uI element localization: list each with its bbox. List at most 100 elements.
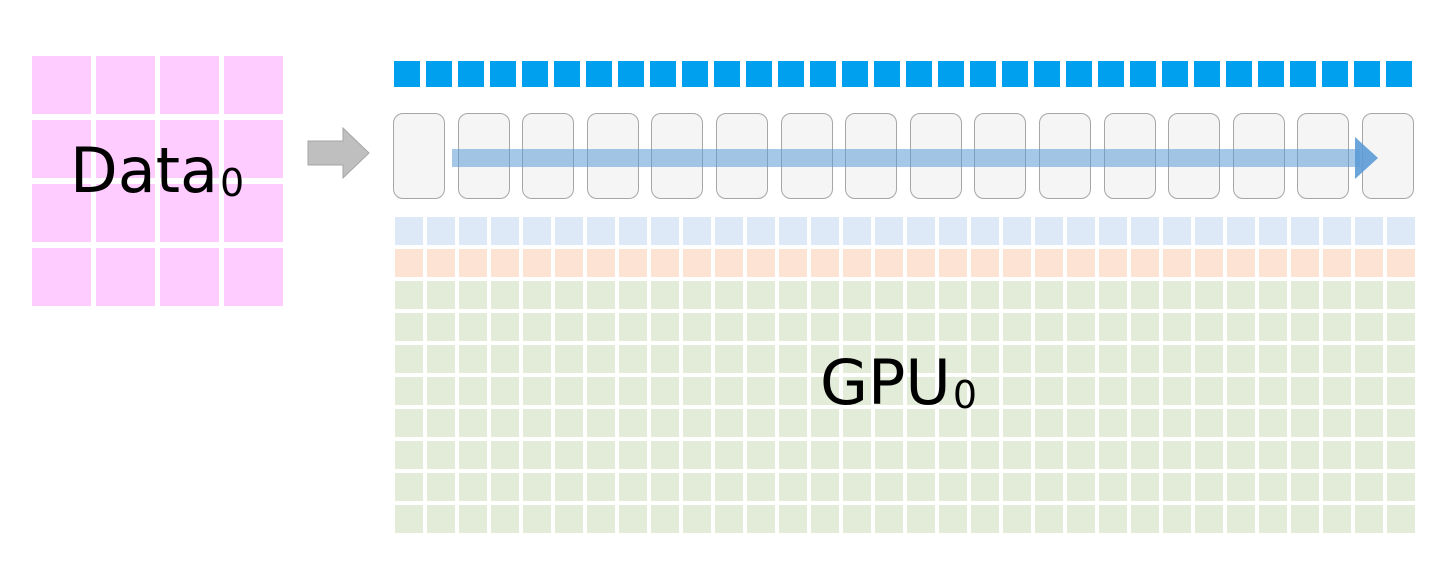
gpu-grid-cell-green <box>523 505 551 533</box>
gpu-grid-cell-green <box>939 313 967 341</box>
gpu-grid-cell-orange <box>651 249 679 277</box>
data-block <box>32 56 283 307</box>
gpu-grid-cell-green <box>1291 441 1319 469</box>
gpu-grid-cell-green <box>747 377 775 405</box>
gpu-grid-cell-green <box>971 409 999 437</box>
gpu-grid-cell-green <box>555 441 583 469</box>
gpu-grid-cell-green <box>459 345 487 373</box>
gpu-grid-cell-orange <box>971 249 999 277</box>
data-cell <box>32 248 91 306</box>
gpu-grid-cell-green <box>779 313 807 341</box>
gpu-grid-cell-green <box>1195 441 1223 469</box>
gpu-grid-cell-green <box>971 377 999 405</box>
gpu-grid-cell-blue <box>907 217 935 245</box>
gpu-grid-cell-green <box>427 441 455 469</box>
data-cell <box>96 120 155 178</box>
gpu-grid-cell-green <box>427 505 455 533</box>
gpu-grid-cell-green <box>747 313 775 341</box>
gpu-top-square <box>1354 61 1380 87</box>
gpu-grid-cell-green <box>843 505 871 533</box>
gpu-grid-cell-orange <box>1227 249 1255 277</box>
gpu-grid-cell-orange <box>907 249 935 277</box>
gpu-top-square <box>682 61 708 87</box>
gpu-grid-cell-green <box>555 377 583 405</box>
gpu-grid-cell-green <box>395 281 423 309</box>
gpu-grid-cell-green <box>523 313 551 341</box>
gpu-grid-cell-green <box>1163 345 1191 373</box>
flow-arrow-shaft <box>452 149 1360 167</box>
gpu-grid-cell-green <box>427 377 455 405</box>
gpu-grid-cell-green <box>843 313 871 341</box>
data-cell <box>96 248 155 306</box>
gpu-grid-cell-green <box>1259 281 1287 309</box>
gpu-grid-cell-green <box>811 345 839 373</box>
gpu-grid-cell-blue <box>619 217 647 245</box>
gpu-grid-cell-green <box>875 345 903 373</box>
gpu-grid-cell-blue <box>1227 217 1255 245</box>
gpu-grid-cell-green <box>1387 377 1415 405</box>
gpu-grid-cell-green <box>1163 505 1191 533</box>
gpu-grid-cell-orange <box>1131 249 1159 277</box>
gpu-grid-cell-green <box>1099 377 1127 405</box>
gpu-grid-cell-green <box>1195 409 1223 437</box>
gpu-grid-cell-green <box>459 505 487 533</box>
gpu-grid-cell-green <box>971 345 999 373</box>
gpu-grid-cell-green <box>1163 441 1191 469</box>
gpu-grid-cell-green <box>747 505 775 533</box>
gpu-grid-cell-green <box>1355 345 1383 373</box>
gpu-top-square <box>1226 61 1252 87</box>
gpu-top-square <box>714 61 740 87</box>
gpu-grid-cell-green <box>1387 345 1415 373</box>
gpu-grid-cell-orange <box>1035 249 1063 277</box>
data-cell <box>32 120 91 178</box>
gpu-grid-cell-green <box>1003 473 1031 501</box>
gpu-grid-cell-green <box>875 281 903 309</box>
gpu-grid-cell-green <box>1067 377 1095 405</box>
gpu-grid-cell-green <box>715 313 743 341</box>
gpu-grid-cell-green <box>1227 409 1255 437</box>
gpu-grid-cell-green <box>395 313 423 341</box>
gpu-grid-cell-green <box>651 345 679 373</box>
gpu-grid-cell-orange <box>1195 249 1223 277</box>
gpu-grid-cell-blue <box>427 217 455 245</box>
gpu-grid-cell-green <box>843 441 871 469</box>
gpu-grid-cell-green <box>1227 441 1255 469</box>
gpu-grid-cell-green <box>491 345 519 373</box>
gpu-grid-cell-green <box>1227 281 1255 309</box>
gpu-grid-cell-green <box>619 505 647 533</box>
gpu-grid-cell-green <box>587 281 615 309</box>
gpu-grid-cell-green <box>1035 409 1063 437</box>
gpu-grid-cell-orange <box>1323 249 1351 277</box>
gpu-grid-cell-orange <box>811 249 839 277</box>
gpu-grid-cell-orange <box>427 249 455 277</box>
data-cell <box>160 184 219 242</box>
gpu-grid-cell-green <box>491 377 519 405</box>
gpu-grid-cell-green <box>1099 441 1127 469</box>
gpu-grid-cell-blue <box>1131 217 1159 245</box>
gpu-grid-cell-green <box>907 345 935 373</box>
data-label: Data0 <box>70 140 244 202</box>
flow-arrow-icon <box>452 137 1378 179</box>
gpu-grid-cell-orange <box>395 249 423 277</box>
gpu-top-square <box>746 61 772 87</box>
gpu-grid-cell-green <box>1291 345 1319 373</box>
gpu-grid-cell-blue <box>1163 217 1191 245</box>
gpu-top-square <box>490 61 516 87</box>
gpu-grid-cell-orange <box>1291 249 1319 277</box>
gpu-grid-cell-green <box>491 313 519 341</box>
gpu-grid-cell-green <box>1323 505 1351 533</box>
gpu-grid-cell-green <box>971 505 999 533</box>
gpu-grid-cell-green <box>811 281 839 309</box>
gpu-top-square <box>1322 61 1348 87</box>
gpu-grid-cell-green <box>1035 313 1063 341</box>
gpu-grid-cell-green <box>971 281 999 309</box>
gpu-grid-cell-blue <box>939 217 967 245</box>
gpu-grid-cell-green <box>683 409 711 437</box>
gpu-grid-cell-green <box>683 345 711 373</box>
gpu-grid-cell-green <box>587 313 615 341</box>
gpu-grid-cell-green <box>875 473 903 501</box>
gpu-top-square <box>906 61 932 87</box>
gpu-grid-cell-green <box>1291 377 1319 405</box>
gpu-grid-cell-green <box>1099 345 1127 373</box>
gpu-grid-cell-green <box>1003 409 1031 437</box>
